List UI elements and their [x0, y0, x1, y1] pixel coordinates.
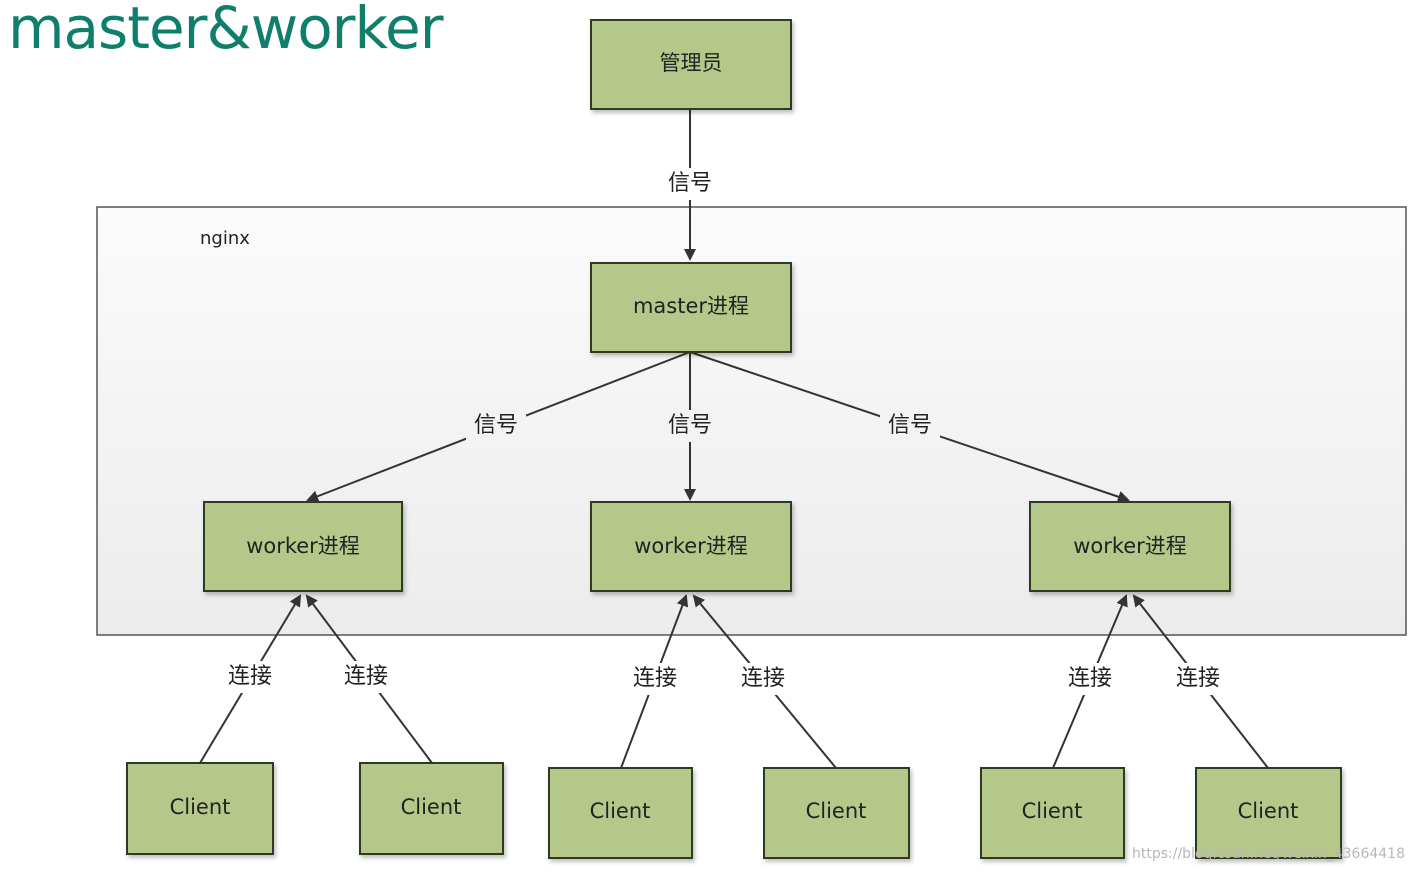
node-worker-process-3: worker进程 [1029, 501, 1231, 592]
watermark-text: https://blog.csdn.net/weixin_43664418 [1131, 846, 1405, 862]
edge-label-client2-worker1: 连接 [338, 661, 394, 693]
svg-text:连接: 连接 [344, 664, 388, 689]
svg-text:信号: 信号 [474, 413, 518, 438]
svg-text:Client: Client [590, 799, 651, 823]
svg-text:信号: 信号 [668, 413, 712, 438]
svg-text:信号: 信号 [668, 171, 712, 196]
svg-text:Client: Client [1022, 799, 1083, 823]
edge-label-master-worker1: 信号 [466, 410, 526, 442]
edge-label-master-worker3: 信号 [880, 410, 940, 442]
edge-label-admin-master: 信号 [660, 168, 720, 200]
node-client-2: Client [359, 762, 504, 855]
svg-text:连接: 连接 [228, 664, 272, 689]
svg-text:连接: 连接 [1176, 666, 1220, 691]
svg-text:worker进程: worker进程 [634, 534, 748, 558]
svg-text:Client: Client [1238, 799, 1299, 823]
svg-text:管理员: 管理员 [660, 51, 723, 75]
node-client-3: Client [548, 767, 693, 859]
node-worker-process-1: worker进程 [203, 501, 403, 592]
edge-label-client6-worker3: 连接 [1170, 663, 1226, 695]
node-client-5: Client [980, 767, 1125, 859]
node-client-6: Client [1195, 767, 1342, 859]
edge-label-client5-worker3: 连接 [1062, 663, 1118, 695]
edge-label-master-worker2: 信号 [660, 410, 720, 442]
svg-text:Client: Client [806, 799, 867, 823]
edge-label-client1-worker1: 连接 [222, 661, 278, 693]
node-client-1: Client [126, 762, 274, 855]
svg-text:worker进程: worker进程 [1073, 534, 1187, 558]
node-worker-process-2: worker进程 [590, 501, 792, 592]
edge-label-client3-worker2: 连接 [627, 663, 683, 695]
svg-text:连接: 连接 [1068, 666, 1112, 691]
svg-text:信号: 信号 [888, 413, 932, 438]
node-admin: 管理员 [590, 19, 792, 110]
nginx-label: nginx [200, 228, 250, 249]
svg-text:连接: 连接 [741, 666, 785, 691]
svg-text:master进程: master进程 [633, 294, 749, 318]
svg-text:连接: 连接 [633, 666, 677, 691]
node-client-4: Client [763, 767, 910, 859]
svg-text:Client: Client [401, 795, 462, 819]
svg-text:worker进程: worker进程 [246, 534, 360, 558]
edge-label-client4-worker2: 连接 [735, 663, 791, 695]
node-master-process: master进程 [590, 262, 792, 353]
svg-text:Client: Client [170, 795, 231, 819]
diagram-title: master&worker [8, 0, 444, 62]
